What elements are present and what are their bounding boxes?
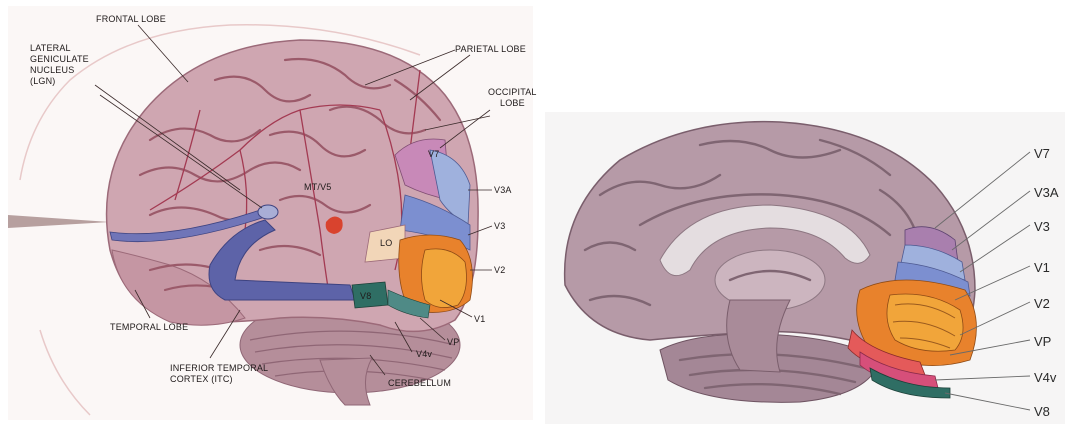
medial-brain-view: V7 V3A V3 V1 V2 VP V4v V8 [545,112,1065,424]
label-lgn-line1: LATERAL [30,43,71,53]
label-lo: LO [380,238,392,248]
label-v7-right: V7 [1034,146,1050,161]
label-mt-v5: MT/V5 [304,182,332,192]
label-v2-right: V2 [1034,296,1050,311]
label-v1-right: V1 [1034,260,1050,275]
lateral-brain-view: FRONTAL LOBE LATERAL GENICULATE NUCLEUS … [8,6,537,420]
label-v4v-right: V4v [1034,370,1057,385]
label-occipital-line2: LOBE [500,98,525,108]
label-vp-right: VP [1034,334,1051,349]
label-itc-line1: INFERIOR TEMPORAL [170,363,268,373]
label-cerebellum: CEREBELLUM [388,378,451,388]
label-v3-left: V3 [494,221,505,231]
label-v3a-right: V3A [1034,185,1059,200]
label-frontal-lobe: FRONTAL LOBE [96,14,166,24]
label-occipital-line1: OCCIPITAL [488,87,537,97]
label-v3a-left: V3A [494,185,512,195]
label-v2-left: V2 [494,265,505,275]
label-itc-line2: CORTEX (ITC) [170,374,233,384]
label-v8-left: V8 [360,291,371,301]
label-v8-right: V8 [1034,404,1050,419]
label-v4v-left: V4v [416,349,432,359]
label-temporal-lobe: TEMPORAL LOBE [110,322,188,332]
label-lgn-line3: NUCLEUS [30,65,74,75]
label-v1-left: V1 [474,314,485,324]
label-v3-right: V3 [1034,219,1050,234]
label-vp-left: VP [447,337,459,347]
label-lgn-line4: (LGN) [30,76,56,86]
label-v7-left: V7 [428,149,439,159]
label-parietal-lobe: PARIETAL LOBE [455,44,526,54]
label-lgn-line2: GENICULATE [30,54,89,64]
area-v1 [422,249,467,308]
